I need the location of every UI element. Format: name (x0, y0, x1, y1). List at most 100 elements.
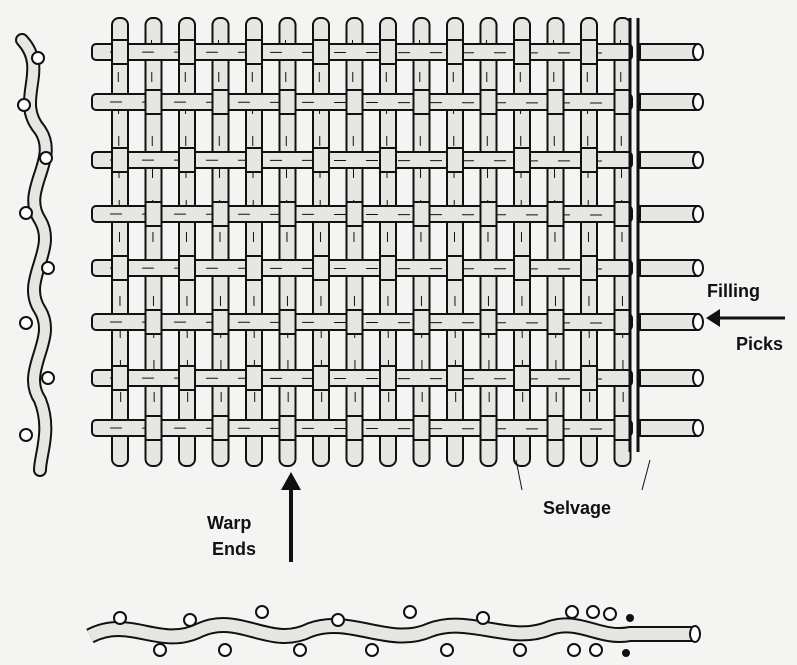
warp-over-pick (446, 147, 464, 173)
warp-end (312, 17, 330, 467)
warp-over-pick (144, 201, 163, 227)
pick-tube (639, 313, 699, 331)
bottom-cross-section-yarn (87, 619, 695, 643)
warp-label: Warp (207, 513, 252, 533)
warp-over-pick (613, 89, 632, 115)
bottom-section-yarn-dot (365, 643, 379, 657)
warp-end (345, 17, 364, 467)
warp-end (580, 17, 598, 467)
pick-tube-end (692, 259, 704, 277)
pick-texture (109, 159, 621, 162)
warp-arrow-icon (281, 472, 301, 490)
warp-over-pick (144, 309, 163, 335)
warp-over-pick (412, 201, 431, 227)
left-section-yarn-dot (31, 51, 45, 65)
warp-over-pick (479, 89, 498, 115)
warp-over-pick (278, 415, 297, 441)
pick-tube (639, 151, 699, 169)
bottom-section-dot (622, 649, 630, 657)
warp-over-pick (312, 365, 330, 391)
left-section-yarn-dot (19, 428, 33, 442)
bottom-section-yarn-dot (113, 611, 127, 625)
pick-texture (109, 321, 621, 324)
pick-texture (109, 427, 621, 430)
warp-over-pick (379, 255, 397, 281)
warp-overlaps (111, 39, 632, 441)
bottom-section-yarn-dot (513, 643, 527, 657)
warp-over-pick (111, 255, 129, 281)
warp-over-pick (178, 39, 196, 65)
warp-over-pick (312, 255, 330, 281)
pick-tube-end (692, 313, 704, 331)
warp-over-pick (278, 201, 297, 227)
pick-texture (109, 213, 621, 216)
warp-over-pick (580, 39, 598, 65)
warp-over-pick (513, 147, 531, 173)
warp-end (245, 17, 263, 467)
filling-pick (91, 259, 633, 277)
warp-over-pick (245, 147, 263, 173)
left-section-yarn-dot (17, 98, 31, 112)
bottom-section-yarn-dot (567, 643, 581, 657)
pick-texture (109, 51, 621, 54)
left-section-yarn-dot (39, 151, 53, 165)
warp-end (178, 17, 196, 467)
warp-over-pick (312, 39, 330, 65)
warp-end (613, 17, 632, 467)
warp-ends (111, 17, 632, 467)
selvage-label: Selvage (543, 498, 612, 518)
warp-over-pick (379, 147, 397, 173)
warp-over-pick (278, 89, 297, 115)
filling-pick (91, 151, 633, 169)
selvage-bracket (515, 459, 523, 491)
warp-end (479, 17, 498, 467)
bottom-section-yarn-dot (476, 611, 490, 625)
warp-over-pick (211, 201, 230, 227)
warp-over-pick (245, 255, 263, 281)
bottom-section-yarn-dot (586, 605, 600, 619)
warp-over-pick (613, 309, 632, 335)
warp-over-pick (178, 365, 196, 391)
warp-end (546, 17, 565, 467)
warp-end (412, 17, 431, 467)
bottom-section-yarn-dot (218, 643, 232, 657)
pick-tube (639, 419, 699, 437)
warp-over-pick (580, 255, 598, 281)
warp-over-pick (479, 201, 498, 227)
bottom-section-yarn-dot (589, 643, 603, 657)
warp-over-pick (211, 89, 230, 115)
warp-over-pick (580, 147, 598, 173)
warp-over-pick (111, 365, 129, 391)
bottom-section-yarn-dot (331, 613, 345, 627)
filling-arrow-icon (706, 309, 720, 327)
warp-end (111, 17, 129, 467)
warp-over-pick (412, 415, 431, 441)
pick-tube (639, 205, 699, 223)
warp-over-pick (245, 39, 263, 65)
pick-texture (109, 101, 621, 104)
left-section-yarn-dot (19, 206, 33, 220)
pick-tube-end (692, 205, 704, 223)
pick-tube (639, 369, 699, 387)
warp-end (446, 17, 464, 467)
warp-over-pick (580, 365, 598, 391)
pick-tube (639, 43, 699, 61)
warp-over-pick (446, 365, 464, 391)
selvage-bracket (641, 459, 651, 491)
warp-over-pick (345, 415, 364, 441)
warp-over-pick (613, 201, 632, 227)
warp-over-pick (312, 147, 330, 173)
bottom-section-yarn-dot (565, 605, 579, 619)
pick-tube-end (692, 419, 704, 437)
pick-tube (639, 93, 699, 111)
warp-over-pick (412, 89, 431, 115)
warp-end (513, 17, 531, 467)
warp-end (278, 17, 297, 467)
warp-over-pick (546, 415, 565, 441)
bottom-section-yarn-dot (255, 605, 269, 619)
filling-pick (91, 43, 633, 61)
pick-tube-end (692, 43, 704, 61)
warp-over-pick (178, 255, 196, 281)
warp-over-pick (345, 201, 364, 227)
